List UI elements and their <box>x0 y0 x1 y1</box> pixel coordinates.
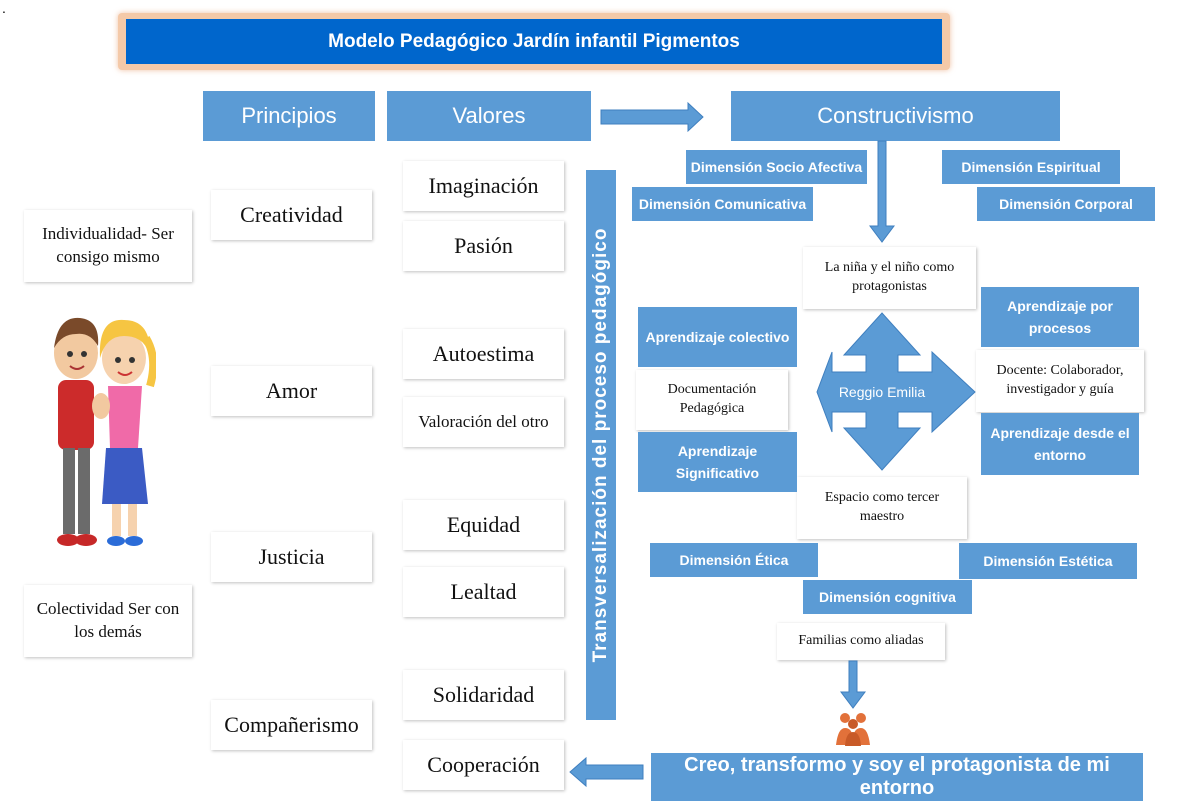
principio-companerismo: Compañerismo <box>211 700 372 750</box>
dimension-espiritual: Dimensión Espiritual <box>942 150 1120 184</box>
transversalizacion-bar: Transversalización del proceso pedagógic… <box>586 170 616 720</box>
familias-box: Familias como aliadas <box>777 623 945 660</box>
dimension-etica: Dimensión Ética <box>650 543 818 577</box>
valor-autoestima: Autoestima <box>403 329 564 379</box>
valor-valoracion-del-otro: Valoración del otro <box>403 397 564 447</box>
valor-lealtad: Lealtad <box>403 567 564 617</box>
arrow-right-icon <box>600 101 704 133</box>
aprendizaje-por-procesos: Aprendizaje por procesos <box>981 287 1139 347</box>
valor-imaginacion: Imaginación <box>403 161 564 211</box>
dimension-estetica: Dimensión Estética <box>959 543 1137 579</box>
docente-box: Docente: Colaborador, investigador y guí… <box>976 350 1144 412</box>
stray-mark: . <box>2 0 6 16</box>
arrow-left-icon <box>569 756 644 788</box>
valor-solidaridad: Solidaridad <box>403 670 564 720</box>
documentacion-box: Documentación Pedagógica <box>636 370 788 430</box>
dimension-cognitiva: Dimensión cognitiva <box>803 580 972 614</box>
dimension-corporal: Dimensión Corporal <box>977 187 1155 221</box>
dimension-socio-afectiva: Dimensión Socio Afectiva <box>686 150 867 184</box>
arrow-down-icon <box>869 140 895 243</box>
principio-creatividad: Creatividad <box>211 190 372 240</box>
transversalizacion-label: Transversalización del proceso pedagógic… <box>590 227 611 663</box>
page-title: Modelo Pedagógico Jardín infantil Pigmen… <box>126 19 942 64</box>
individualidad-box: Individualidad- Ser consigo mismo <box>24 210 192 282</box>
aprendizaje-colectivo: Aprendizaje colectivo <box>638 307 797 367</box>
espacio-box: Espacio como tercer maestro <box>797 477 967 539</box>
valor-cooperacion: Cooperación <box>403 740 564 790</box>
principio-amor: Amor <box>211 366 372 416</box>
aprendizaje-desde-el-entorno: Aprendizaje desde el entorno <box>981 413 1139 475</box>
aprendizaje-significativo: Aprendizaje Significativo <box>638 432 797 492</box>
protagonistas-box: La niña y el niño como protagonistas <box>803 247 976 309</box>
header-principios: Principios <box>203 91 375 141</box>
principio-justicia: Justicia <box>211 532 372 582</box>
dimension-comunicativa: Dimensión Comunicativa <box>632 187 813 221</box>
children-holding-hands-illustration <box>46 308 156 553</box>
arrow-down-icon <box>840 660 866 709</box>
colectividad-box: Colectividad Ser con los demás <box>24 585 192 657</box>
people-group-icon <box>836 713 870 746</box>
valor-pasion: Pasión <box>403 221 564 271</box>
footer-banner: Creo, transformo y soy el protagonista d… <box>651 753 1143 801</box>
header-constructivismo: Constructivismo <box>731 91 1060 141</box>
header-valores: Valores <box>387 91 591 141</box>
reggio-emilia-label: Reggio Emilia <box>838 384 926 400</box>
valor-equidad: Equidad <box>403 500 564 550</box>
